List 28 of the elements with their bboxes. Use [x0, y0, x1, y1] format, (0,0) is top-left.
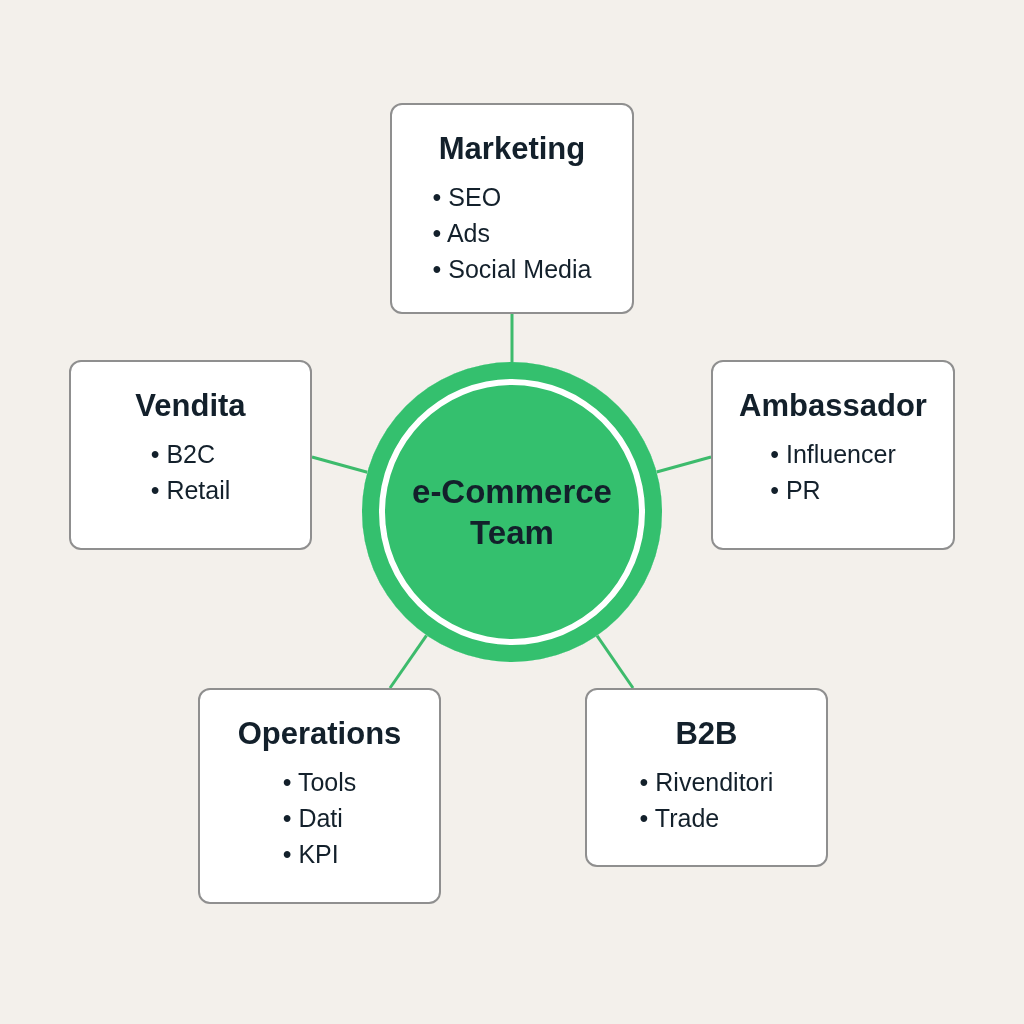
bullet-item: • Retail	[150, 475, 231, 506]
card-heading: Vendita	[135, 388, 246, 424]
card-heading: Marketing	[438, 131, 586, 167]
bullet-item: • Ads	[432, 218, 491, 249]
connector-line	[656, 455, 712, 474]
bullet-item: • Tools	[282, 767, 357, 798]
bullet-item: • SEO	[432, 182, 503, 213]
category-card	[198, 688, 441, 904]
category-card	[585, 688, 828, 867]
bullet-item: • Influencer	[770, 439, 896, 470]
bullet-item: • PR	[770, 475, 822, 506]
connector-line	[595, 634, 635, 689]
connector-line	[311, 455, 368, 474]
connector-line	[510, 314, 514, 362]
category-card	[69, 360, 312, 550]
card-heading: Operations	[237, 716, 402, 752]
connector-line	[388, 634, 428, 689]
category-card	[390, 103, 634, 314]
card-heading: B2B	[675, 716, 738, 752]
bullet-item: • KPI	[282, 839, 340, 870]
category-card	[711, 360, 955, 550]
hub-title: e-Commerce Team	[411, 471, 613, 553]
bullet-item: • Trade	[639, 803, 721, 834]
bullet-item: • B2C	[150, 439, 217, 470]
card-heading: Ambassador	[739, 388, 927, 424]
bullet-item: • Rivenditori	[639, 767, 774, 798]
bullet-item: • Social Media	[432, 254, 592, 285]
bullet-item: • Dati	[282, 803, 344, 834]
